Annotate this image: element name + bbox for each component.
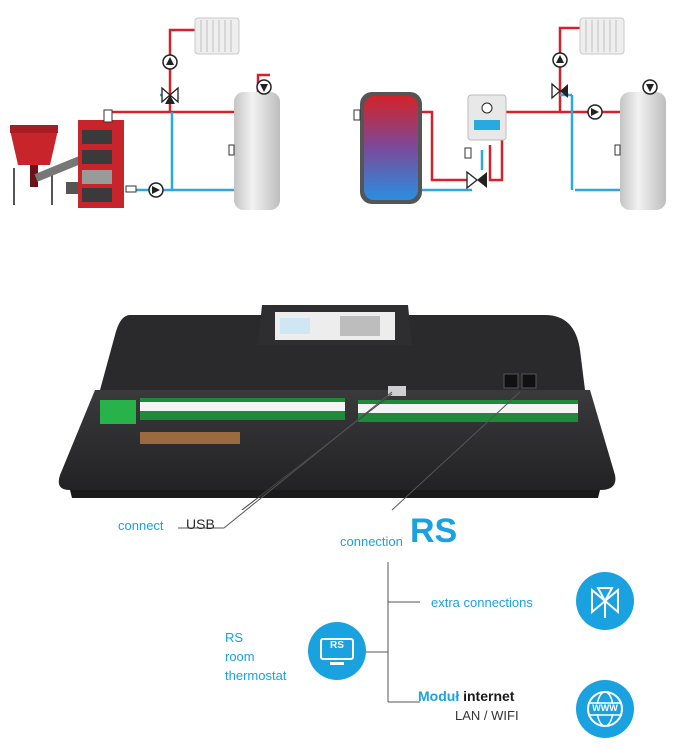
valve-icon [576,572,634,630]
pump-icon [642,79,658,95]
usb-label: USB [186,516,215,532]
pump-icon [148,182,164,198]
buffer-heating-schematic [353,17,666,210]
pump-icon [552,52,568,68]
water-tank-icon [228,92,280,210]
buffer-tank-icon [353,92,422,204]
radiator-icon [579,17,625,55]
pump-icon [256,79,272,95]
connect-label: connect [118,518,164,533]
controller-device [58,305,616,510]
gas-heater-icon [464,94,507,159]
boiler-icon [66,109,137,208]
panel-rs-icon: RS [308,622,366,680]
neutral-bus-bar [140,432,240,444]
display-screen [258,305,412,345]
pump-icon [162,54,178,70]
modul-internet-label: Moduł internet [418,688,515,704]
pump-icon [587,104,603,120]
pellet-hopper-icon [10,125,82,205]
rs-ports [503,373,537,389]
valve-icon [551,82,568,100]
valve-icon [161,86,179,104]
terminal-block-left [100,398,345,424]
rs-room-thermostat-label: RS room thermostat [225,630,287,683]
boiler-heating-schematic [10,17,280,210]
extra-connections-label: extra connections [431,595,533,610]
water-tank-icon [614,92,666,210]
terminal-block-right [358,400,578,422]
usb-port [388,386,406,396]
connection-label: connection [340,534,403,549]
radiator-icon [194,17,240,55]
rs-title: RS [410,512,458,550]
valve-icon [466,170,487,190]
lan-wifi-label: LAN / WIFI [455,708,519,723]
www-globe-icon: WWW [576,680,634,738]
